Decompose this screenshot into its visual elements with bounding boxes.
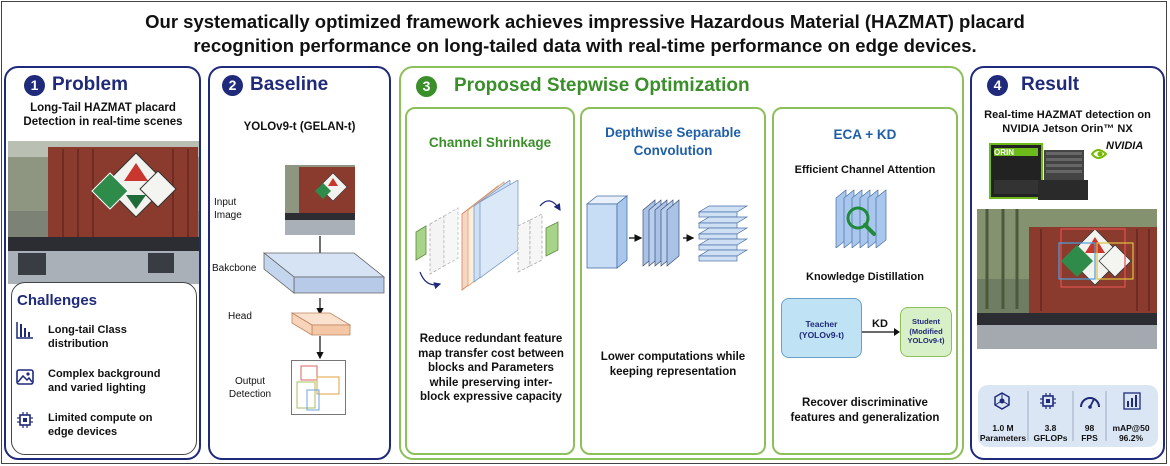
input-image-label: Input Image	[214, 197, 242, 221]
chip-icon	[17, 412, 33, 428]
metric-map: mAP@50 96.2%	[1112, 423, 1150, 443]
teacher-label: Teacher (YOLOv9-t)	[799, 319, 844, 340]
bar-chart-icon	[16, 322, 33, 339]
baseline-panel	[208, 66, 391, 460]
result-detection-photo	[977, 209, 1157, 349]
result-heading: Result	[1021, 74, 1080, 95]
image-icon	[16, 369, 34, 385]
accuracy-chart-icon	[1123, 392, 1141, 410]
head-block	[290, 312, 352, 336]
result-panel	[970, 66, 1165, 460]
proposed-number-badge: 3	[416, 75, 437, 97]
proposed-header: 3 Proposed Stepwise Optimization	[416, 75, 750, 97]
ecakd-title: ECA + KD	[833, 127, 897, 142]
problem-subtitle: Long-Tail HAZMAT placard Detection in re…	[23, 102, 183, 128]
baseline-model-name: YOLOv9-t (GELAN-t)	[243, 121, 356, 133]
eca-label: Efficient Channel Attention	[794, 164, 936, 176]
result-number-badge: 4	[987, 74, 1008, 96]
network-icon	[994, 392, 1010, 410]
result-header: 4 Result	[987, 74, 1079, 96]
output-detection-box	[291, 360, 346, 415]
metric-fps: 98 FPS	[1081, 423, 1098, 443]
backbone-block	[262, 252, 386, 294]
teacher-box	[781, 298, 862, 358]
output-detection-label: Output Detection	[228, 376, 272, 400]
depthwise-title: Depthwise Separable Convolution	[605, 125, 741, 158]
gauge-icon	[1080, 397, 1100, 409]
challenge-1-text: Long-tail Class distribution	[48, 324, 127, 350]
kd-label: Knowledge Distillation	[806, 271, 924, 283]
title-line-1: Our systematically optimized framework a…	[145, 11, 1025, 32]
challenges-box	[11, 282, 197, 455]
head-label: Head	[228, 311, 252, 322]
proposed-heading: Proposed Stepwise Optimization	[454, 75, 750, 96]
baseline-number-badge: 2	[222, 74, 243, 96]
channel-shrinkage-desc: Reduce redundant feature map transfer co…	[418, 333, 564, 403]
baseline-input-image	[285, 165, 355, 235]
channel-shrinkage-card	[405, 107, 575, 455]
metric-dividers	[1027, 391, 1107, 441]
metrics-box	[978, 385, 1158, 447]
depthwise-card	[580, 107, 766, 455]
channel-shrinkage-title: Channel Shrinkage	[428, 135, 552, 150]
figure-title: Our systematically optimized framework a…	[0, 10, 1170, 58]
student-label: Student (Modified YOLOv9-t)	[907, 317, 945, 345]
ecakd-desc: Recover discriminative features and gene…	[790, 397, 940, 424]
challenge-3-text: Limited compute on edge devices	[48, 412, 153, 438]
channel-shrinkage-diagram	[415, 180, 561, 291]
problem-panel	[4, 66, 201, 460]
depthwise-diagram	[585, 195, 749, 269]
eca-diagram	[835, 189, 887, 248]
title-line-2: recognition performance on long-tailed d…	[193, 35, 977, 56]
problem-header: 1 Problem	[24, 74, 128, 96]
metric-parameters: 1.0 M Parameters	[979, 423, 1027, 443]
ecakd-card	[772, 107, 958, 455]
backbone-label: Bakcbone	[212, 263, 257, 274]
metric-gflops: 3.8 GFLOPs	[1033, 423, 1068, 443]
processor-icon	[1040, 393, 1056, 409]
problem-number-badge: 1	[24, 74, 45, 96]
problem-heading: Problem	[52, 74, 129, 95]
kd-arrow	[862, 328, 900, 336]
kd-arrow-label: KD	[872, 318, 888, 330]
board-brand-label: ORIN	[994, 148, 1014, 157]
depthwise-desc: Lower computations while keeping represe…	[600, 351, 746, 378]
nvidia-logo-text: NVIDIA	[1106, 140, 1144, 152]
jetson-board-image	[989, 143, 1108, 200]
challenge-2-text: Complex background and varied lighting	[48, 368, 161, 394]
challenges-heading: Challenges	[17, 292, 98, 309]
baseline-header: 2 Baseline	[222, 74, 328, 96]
problem-truck-photo	[8, 141, 199, 284]
result-subtitle: Real-time HAZMAT detection on NVIDIA Jet…	[984, 109, 1151, 135]
baseline-heading: Baseline	[250, 74, 329, 95]
student-box	[900, 307, 952, 357]
proposed-panel	[399, 66, 964, 460]
